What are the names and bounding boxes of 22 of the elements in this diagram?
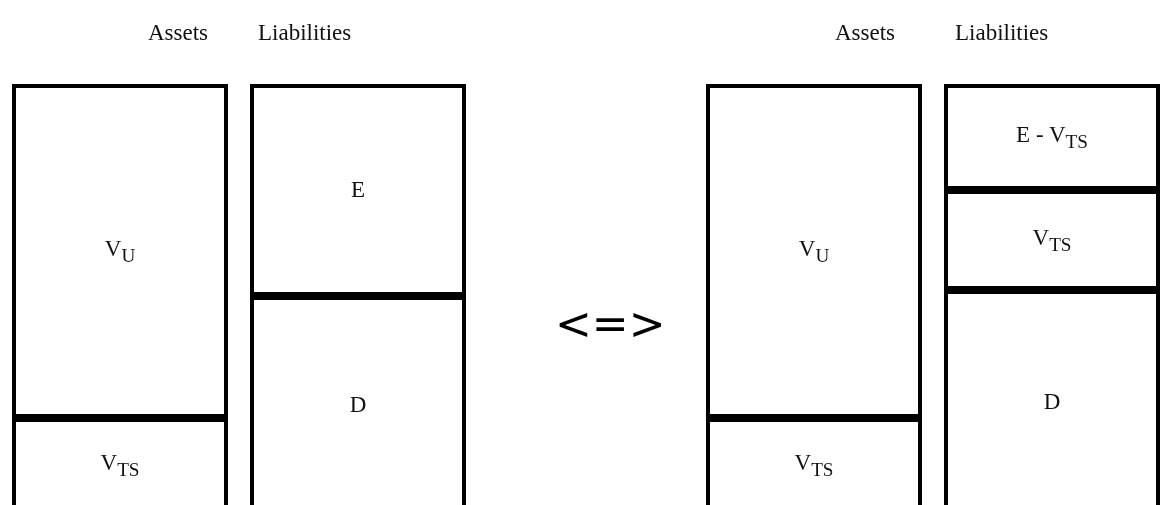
block-label: D [349, 391, 367, 418]
balance-sheet-block [944, 84, 1160, 190]
block-label: V$_{U}$ [798, 235, 830, 267]
column-heading: Assets [835, 20, 896, 46]
block-label: E - V$_{TS}$ [1016, 121, 1088, 153]
block-label: V$_{TS}$ [1032, 224, 1072, 256]
block-label: E [350, 177, 366, 203]
balance-sheet-block [250, 296, 466, 505]
block-label: D [1043, 388, 1061, 415]
block-label: V$_{U}$ [104, 235, 136, 267]
equivalence-sign: <=> [555, 298, 666, 349]
balance-sheet-block [944, 290, 1160, 505]
block-label: V$_{TS}$ [100, 450, 140, 481]
balance-sheet-block [12, 418, 228, 505]
column-heading: Liabilities [955, 20, 1049, 46]
balance-sheet-block [12, 84, 228, 418]
balance-sheet-block [706, 418, 922, 505]
balance-sheet-block [706, 84, 922, 418]
block-label: V$_{TS}$ [794, 450, 834, 481]
column-heading: Assets [148, 20, 209, 46]
balance-sheet-block [250, 84, 466, 296]
column-heading: Liabilities [258, 20, 352, 46]
